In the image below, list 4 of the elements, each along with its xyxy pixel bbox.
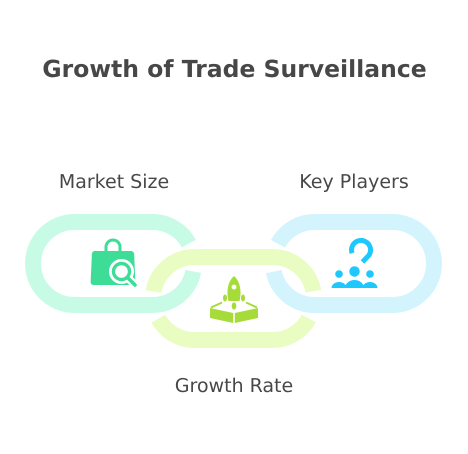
link-label: Growth Rate <box>176 378 292 392</box>
link-label: Market Size <box>60 174 168 188</box>
title: Growth of Trade Surveillance <box>44 59 426 78</box>
link-label: Key Players <box>301 174 408 192</box>
